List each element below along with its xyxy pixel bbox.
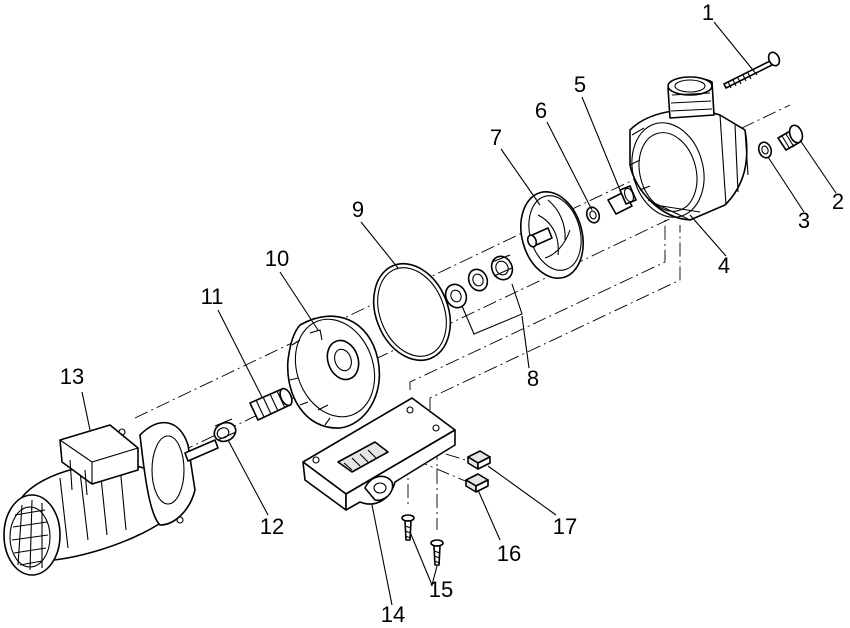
pump-housing	[629, 76, 749, 221]
callout-9: 9	[352, 197, 364, 222]
callout-1: 1	[702, 0, 714, 25]
callout-17: 17	[553, 514, 577, 539]
callout-10: 10	[265, 246, 289, 271]
callout-4: 4	[718, 253, 730, 278]
callout-13: 13	[60, 364, 84, 389]
callout-3: 3	[798, 208, 810, 233]
callout-5: 5	[574, 72, 586, 97]
pump-base	[302, 397, 456, 511]
mechanical-seal	[444, 254, 514, 309]
rubber-pads	[465, 450, 491, 493]
impeller-o-ring	[585, 206, 601, 224]
housing-bolt	[723, 51, 781, 89]
callout-labels: 1 2 3 4 5 6 7 8 9 10 11 12 13 14 15 16 1…	[60, 0, 844, 627]
drain-plug	[777, 124, 804, 151]
callout-2: 2	[832, 189, 844, 214]
callout-14: 14	[381, 602, 405, 627]
base-screws	[401, 514, 444, 566]
callout-12: 12	[260, 514, 284, 539]
callout-7: 7	[490, 125, 502, 150]
callout-16: 16	[497, 541, 521, 566]
drain-o-ring	[757, 141, 773, 159]
shaft-seal	[213, 418, 237, 443]
impeller-nut	[607, 185, 637, 215]
callout-8: 8	[527, 366, 539, 391]
callout-6: 6	[535, 98, 547, 123]
callout-11: 11	[201, 284, 224, 309]
casing-o-ring	[372, 262, 452, 362]
callout-leaders	[81, 21, 837, 606]
callout-15: 15	[429, 577, 453, 602]
impeller	[520, 190, 584, 280]
shaft-sleeve	[249, 387, 293, 421]
motor	[3, 421, 219, 576]
casing-backplate	[286, 315, 381, 429]
